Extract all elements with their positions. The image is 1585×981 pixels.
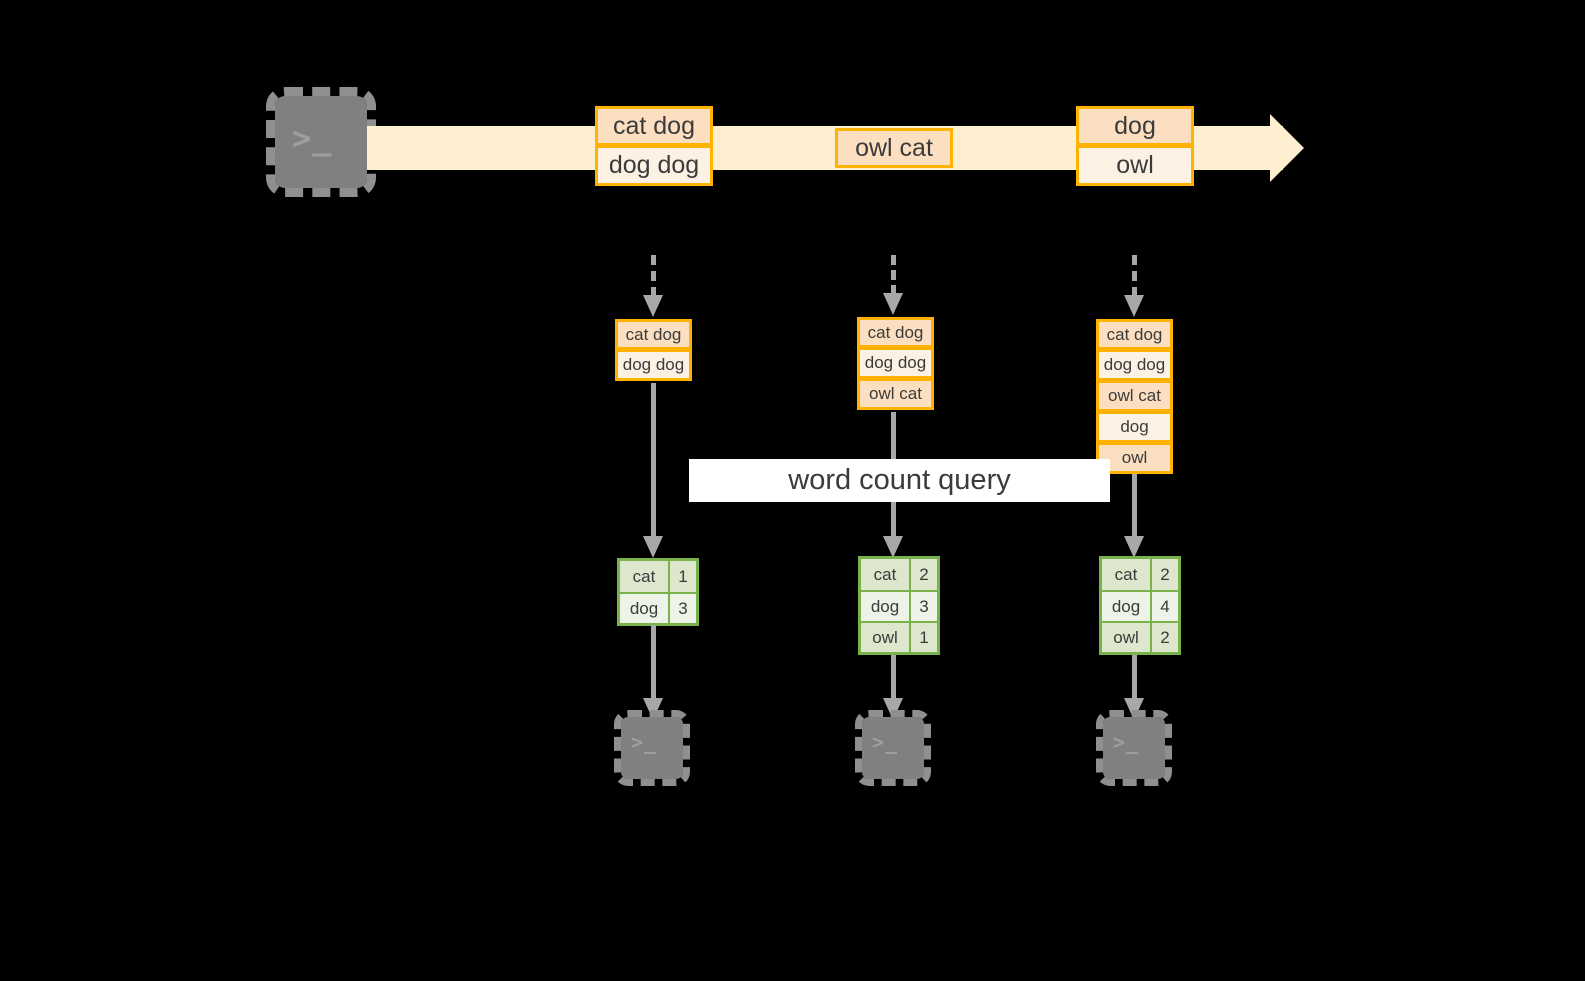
- sink-terminal-icon-3: >_: [1096, 710, 1172, 786]
- accumulated-stack-2: cat dog dog dog owl cat: [857, 317, 934, 410]
- stream-batch-1: cat dog dog dog: [595, 106, 713, 186]
- accumulated-line: dog dog: [1096, 350, 1173, 381]
- accumulated-line: dog dog: [857, 348, 934, 379]
- sink-terminal-icon-1: >_: [614, 710, 690, 786]
- table-cell-word: dog: [1102, 592, 1150, 621]
- table-row: dog 3: [620, 592, 696, 623]
- accumulated-line: owl cat: [1096, 381, 1173, 412]
- accumulated-line: cat dog: [857, 317, 934, 348]
- source-terminal-icon: >_: [266, 87, 376, 197]
- sink-terminal-icon-2: >_: [855, 710, 931, 786]
- accumulated-stack-1: cat dog dog dog: [615, 319, 692, 381]
- table-cell-count: 2: [1150, 559, 1178, 590]
- table-cell-count: 4: [1150, 592, 1178, 621]
- table-cell-count: 1: [909, 623, 937, 652]
- accumulated-line: cat dog: [1096, 319, 1173, 350]
- event-stream-arrowhead: [1270, 114, 1304, 182]
- table-row: cat 2: [861, 559, 937, 590]
- table-cell-word: cat: [620, 561, 668, 592]
- table-cell-count: 2: [1150, 623, 1178, 652]
- table-cell-count: 3: [909, 592, 937, 621]
- table-cell-count: 3: [668, 594, 696, 623]
- table-row: owl 2: [1102, 621, 1178, 652]
- table-row: dog 3: [861, 590, 937, 621]
- terminal-prompt: >_: [1113, 730, 1140, 754]
- accumulated-line: dog dog: [615, 350, 692, 381]
- table-cell-word: cat: [1102, 559, 1150, 590]
- terminal-prompt: >_: [872, 730, 899, 754]
- accumulated-stack-3: cat dog dog dog owl cat dog owl: [1096, 319, 1173, 474]
- accumulated-line: cat dog: [615, 319, 692, 350]
- table-cell-word: dog: [861, 592, 909, 621]
- table-row: cat 2: [1102, 559, 1178, 590]
- stream-event-line: cat dog: [595, 106, 713, 146]
- accumulated-line: owl cat: [857, 379, 934, 410]
- stream-batch-2: owl cat: [835, 128, 953, 168]
- table-cell-word: cat: [861, 559, 909, 590]
- stream-event-line: owl cat: [835, 128, 953, 168]
- table-row: owl 1: [861, 621, 937, 652]
- query-label: word count query: [788, 464, 1011, 496]
- result-table-1: cat 1 dog 3: [617, 558, 699, 626]
- terminal-prompt: >_: [292, 119, 333, 157]
- result-table-2: cat 2 dog 3 owl 1: [858, 556, 940, 655]
- table-row: cat 1: [620, 561, 696, 592]
- accumulated-line: dog: [1096, 412, 1173, 443]
- stream-event-line: owl: [1076, 146, 1194, 186]
- stream-event-line: dog: [1076, 106, 1194, 146]
- query-label-band: word count query: [689, 459, 1110, 502]
- table-cell-count: 1: [668, 561, 696, 592]
- table-cell-count: 2: [909, 559, 937, 590]
- table-cell-word: owl: [861, 623, 909, 652]
- table-cell-word: owl: [1102, 623, 1150, 652]
- result-table-3: cat 2 dog 4 owl 2: [1099, 556, 1181, 655]
- table-cell-word: dog: [620, 594, 668, 623]
- terminal-prompt: >_: [631, 730, 658, 754]
- table-row: dog 4: [1102, 590, 1178, 621]
- stream-event-line: dog dog: [595, 146, 713, 186]
- stream-batch-3: dog owl: [1076, 106, 1194, 186]
